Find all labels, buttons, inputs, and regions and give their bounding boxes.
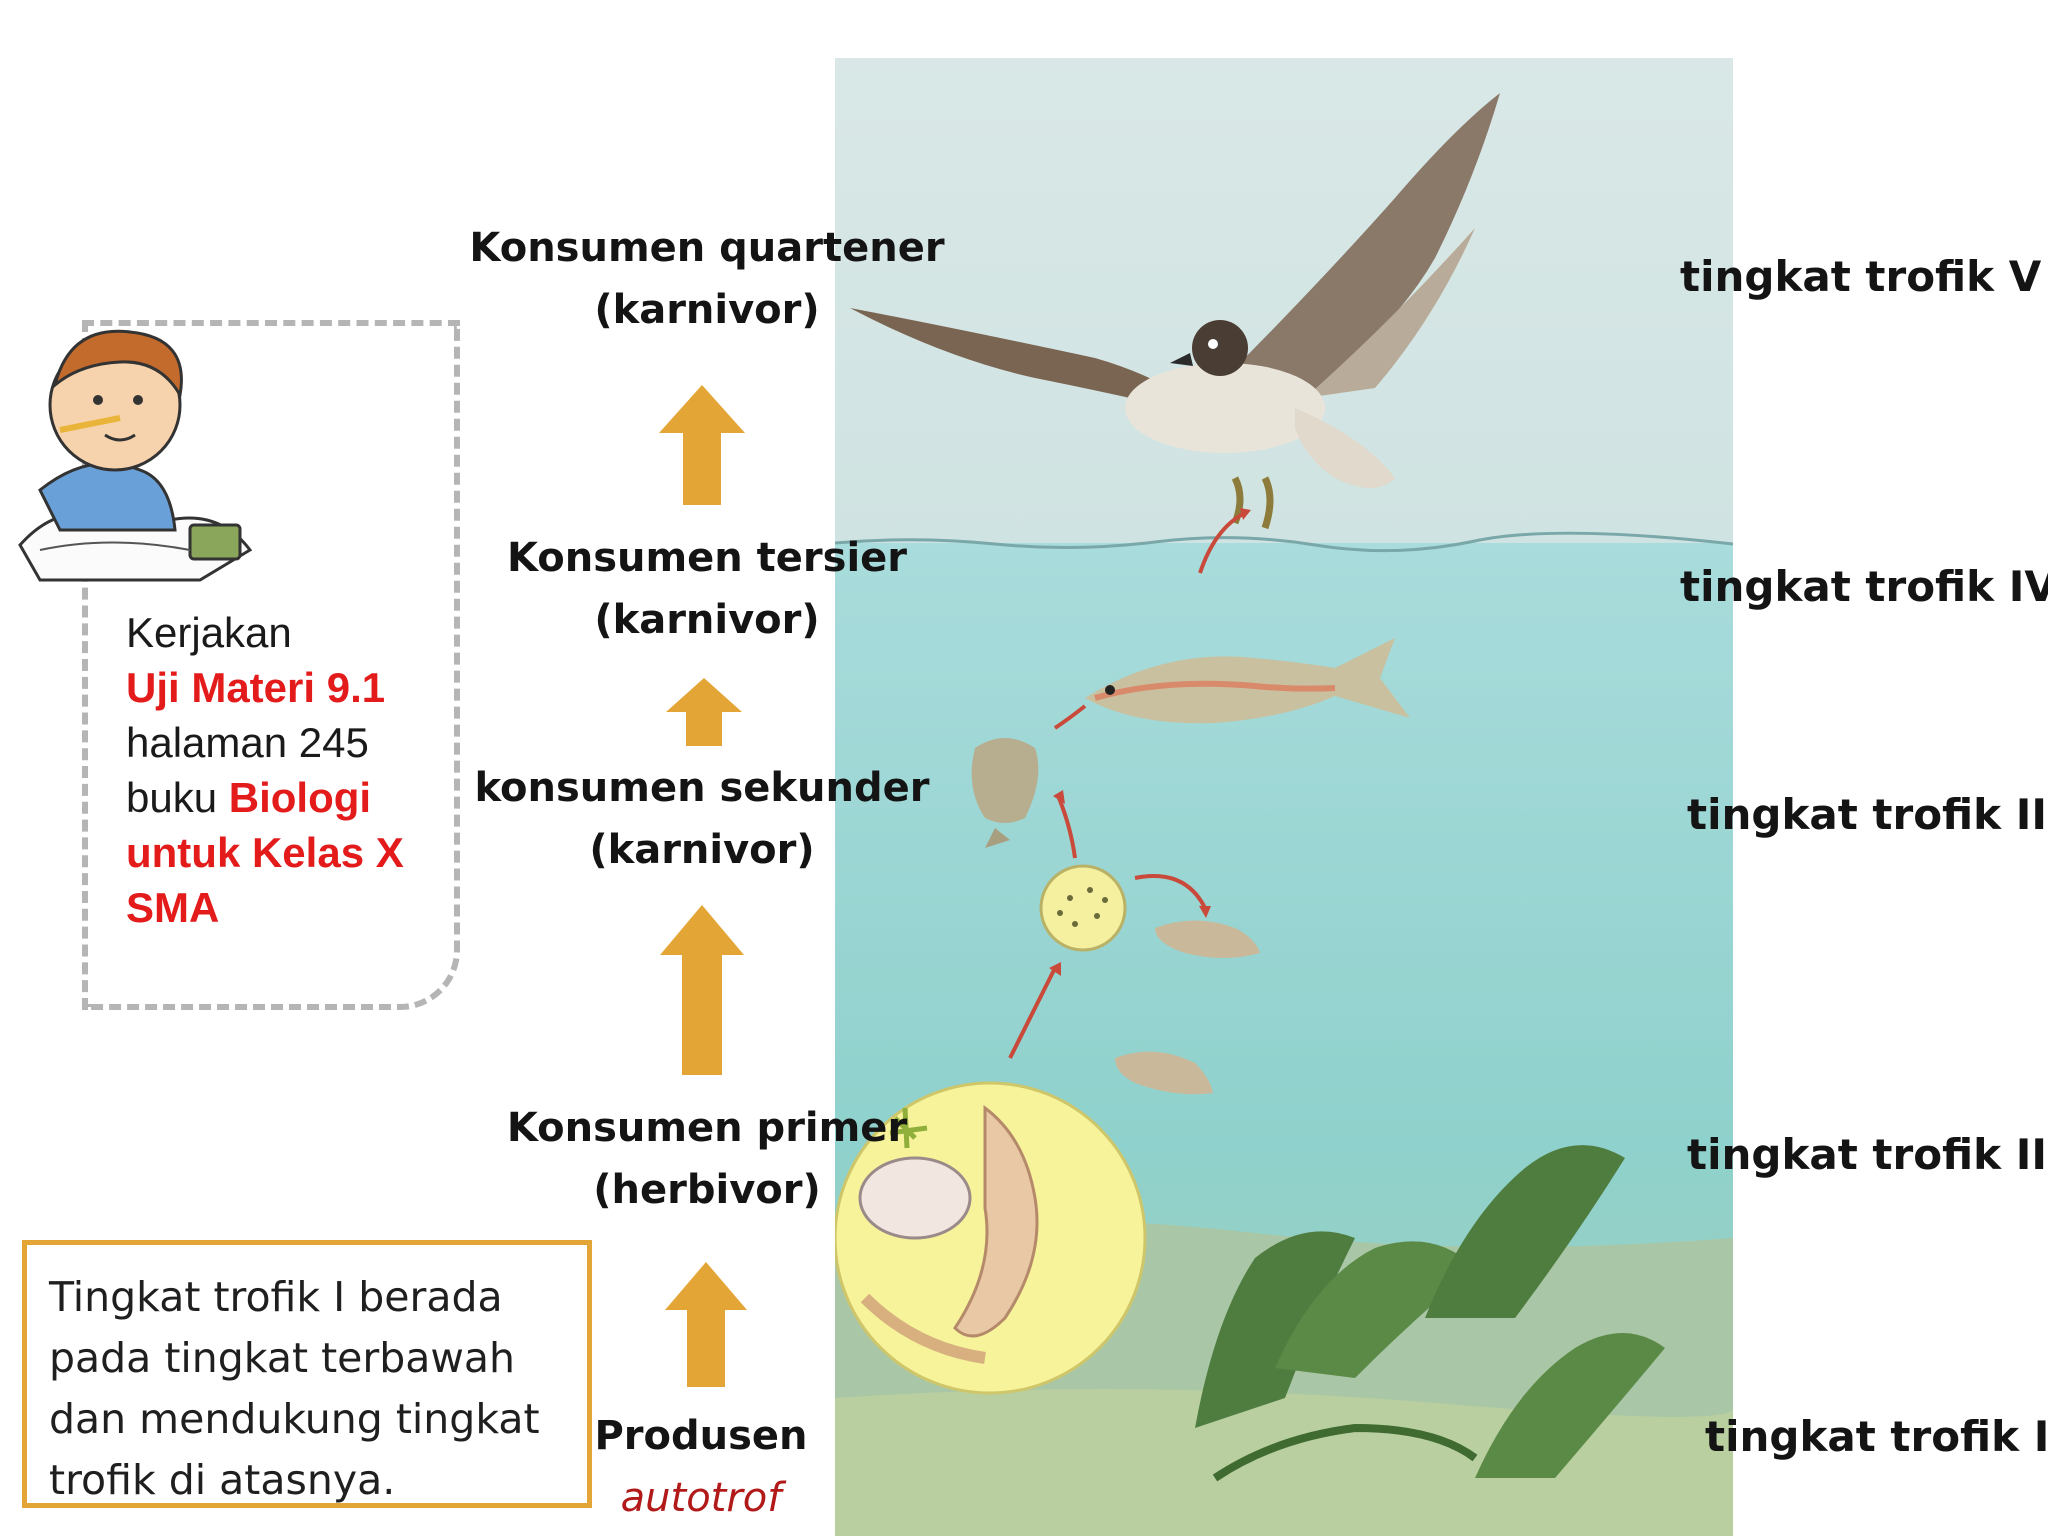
arrow-plankton-to-smallfish (1057, 797, 1077, 859)
arrow-zoo-to-plankton (1008, 967, 1057, 1059)
level-tersier-type: (karnivor) (594, 597, 820, 643)
level-produsen-title: Produsen (594, 1413, 808, 1459)
water-plants (1195, 1145, 1665, 1482)
note-line-halaman: halaman 245 (126, 719, 369, 766)
level-sekunder-title: konsumen sekunder (474, 765, 930, 811)
student-studying-icon (18, 329, 253, 582)
level-primer-type: (herbivor) (593, 1167, 821, 1213)
minnow-2 (1115, 1051, 1213, 1095)
eagle (850, 93, 1500, 530)
level-sekunder: konsumen sekunder (karnivor) (422, 757, 982, 881)
arrow-up-icon (665, 1262, 747, 1387)
trophic-level-iii: tingkat trofik III (1687, 790, 2048, 839)
note-text: Kerjakan Uji Materi 9.1 halaman 245 buku… (126, 605, 456, 935)
trophic-level-v: tingkat trofik V (1680, 252, 2042, 301)
info-box: Tingkat trofik I berada pada tingkat ter… (22, 1240, 592, 1508)
level-primer-title: Konsumen primer (506, 1105, 908, 1151)
info-text: Tingkat trofik I berada pada tingkat ter… (49, 1273, 540, 1504)
trophic-level-iv: tingkat trofik IV (1680, 562, 2048, 611)
level-produsen-type: autotrof (620, 1475, 782, 1521)
trophic-level-ii: tingkat trofik II (1687, 1130, 2047, 1179)
minnow-1 (1155, 920, 1260, 958)
water-surface (835, 531, 1733, 553)
arrow-up-icon (660, 905, 744, 1075)
level-primer: Konsumen primer (herbivor) (427, 1097, 987, 1221)
level-tersier: Konsumen tersier (karnivor) (427, 527, 987, 651)
level-tersier-title: Konsumen tersier (506, 535, 908, 581)
note-highlight-book-title: Biologi untuk Kelas X SMA (126, 774, 404, 931)
arrow-up-icon (659, 385, 745, 505)
arrow-up-icon (666, 678, 742, 746)
note-prefix-buku: buku (126, 774, 229, 821)
zooplankton (835, 1081, 1147, 1395)
small-fish (971, 738, 1039, 848)
trout (1085, 638, 1410, 724)
food-chain-illustration (835, 58, 1733, 1536)
level-quartener-type: (karnivor) (594, 287, 820, 333)
arrow-smallfish-to-trout (1053, 704, 1087, 730)
arrow-fish-to-eagle (1198, 511, 1246, 574)
level-sekunder-type: (karnivor) (589, 827, 815, 873)
note-line-kerjakan: Kerjakan (126, 609, 292, 656)
sky-area (835, 58, 1733, 543)
level-produsen: Produsen autotrof (421, 1405, 981, 1529)
trophic-level-i: tingkat trofik I (1705, 1412, 2048, 1461)
phytoplankton (1039, 864, 1127, 952)
level-quartener: Konsumen quartener (karnivor) (427, 217, 987, 341)
arrow-plankton-to-minnow (1134, 874, 1207, 909)
note-highlight-uji-materi: Uji Materi 9.1 (126, 664, 386, 711)
level-quartener-title: Konsumen quartener (469, 225, 945, 271)
